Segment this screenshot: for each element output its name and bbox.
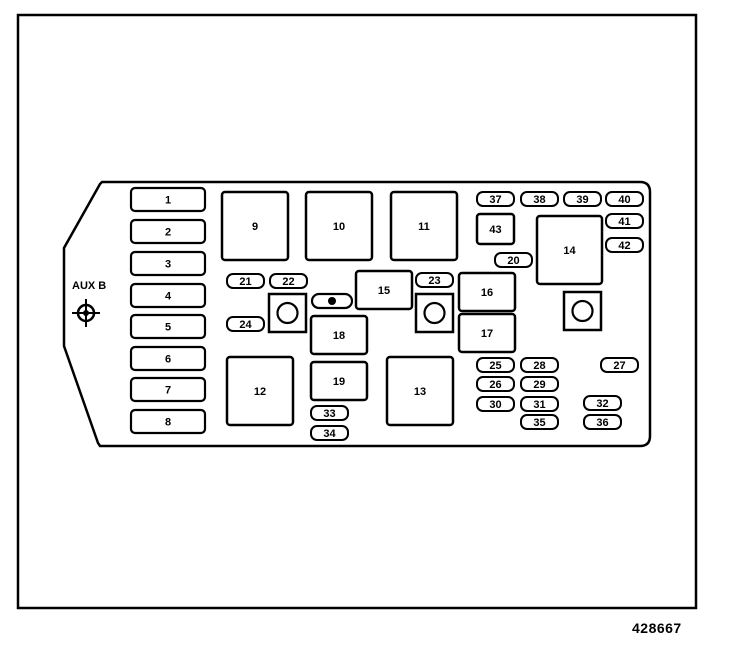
svg-text:15: 15 [378,285,390,297]
mini-fuse-40: 40 [605,191,644,207]
relay-43: 43 [475,212,516,246]
svg-text:11: 11 [418,221,430,233]
svg-text:7: 7 [165,385,171,397]
mini-fuse-27: 27 [600,357,639,373]
mini-fuse-29: 29 [520,376,559,392]
svg-text:37: 37 [489,194,501,206]
svg-text:35: 35 [533,417,545,429]
svg-text:13: 13 [414,386,426,398]
mini-fuse-37: 37 [476,191,515,207]
figure-number: 428667 [632,620,682,636]
mini-fuse-21: 21 [226,273,265,289]
aux-b-label: AUX B [72,280,106,292]
relay-18: 18 [309,314,369,356]
svg-text:20: 20 [507,255,519,267]
svg-text:40: 40 [618,194,630,206]
relay-13: 13 [385,355,455,427]
svg-text:36: 36 [596,417,608,429]
mini-fuse-38: 38 [520,191,559,207]
mini-fuse-34: 34 [310,425,349,441]
svg-text:24: 24 [239,319,252,331]
mini-fuse-42: 42 [605,237,644,253]
svg-text:26: 26 [489,379,501,391]
mini-fuse-28: 28 [520,357,559,373]
stud-terminal-left [267,292,308,334]
relay-17: 17 [457,312,517,354]
mini-fuse-22: 22 [269,273,308,289]
svg-text:4: 4 [165,291,172,303]
fuse-4: 4 [129,282,207,309]
mini-fuse-25: 25 [476,357,515,373]
relay-10: 10 [304,190,374,262]
svg-text:5: 5 [165,322,171,334]
diode-symbol [310,292,354,310]
svg-text:38: 38 [533,194,545,206]
mini-fuse-39: 39 [563,191,602,207]
fuse-block-outline [62,180,652,448]
svg-text:25: 25 [489,360,501,372]
relay-11: 11 [389,190,459,262]
svg-text:18: 18 [333,330,345,342]
svg-text:8: 8 [165,417,171,429]
svg-text:19: 19 [333,376,345,388]
fuse-2: 2 [129,218,207,245]
mini-fuse-33: 33 [310,405,349,421]
relay-19: 19 [309,360,369,402]
mini-fuse-41: 41 [605,213,644,229]
fuse-1: 1 [129,186,207,213]
mini-fuse-36: 36 [583,414,622,430]
mini-fuse-35: 35 [520,414,559,430]
svg-text:29: 29 [533,379,545,391]
svg-text:16: 16 [481,287,493,299]
svg-text:17: 17 [481,328,493,340]
mini-fuse-23: 23 [415,272,454,288]
mini-fuse-26: 26 [476,376,515,392]
svg-text:22: 22 [282,276,294,288]
svg-text:42: 42 [618,240,630,252]
aux-b-stud [72,299,100,327]
svg-text:33: 33 [323,408,335,420]
fuse-8: 8 [129,408,207,435]
svg-text:43: 43 [489,224,501,236]
outer-frame [16,13,698,610]
stud-terminal-center [414,292,455,334]
svg-text:9: 9 [252,221,258,233]
stud-terminal-right [562,290,603,332]
svg-text:34: 34 [323,428,336,440]
mini-fuse-30: 30 [476,396,515,412]
fuse-5: 5 [129,313,207,340]
svg-text:1: 1 [165,195,171,207]
relay-15: 15 [354,269,414,311]
svg-text:28: 28 [533,360,545,372]
fuse-3: 3 [129,250,207,277]
mini-fuse-24: 24 [226,316,265,332]
relay-16: 16 [457,271,517,313]
svg-text:6: 6 [165,354,171,366]
mini-fuse-32: 32 [583,395,622,411]
mini-fuse-31: 31 [520,396,559,412]
svg-text:32: 32 [596,398,608,410]
relay-9: 9 [220,190,290,262]
svg-text:41: 41 [618,216,630,228]
mini-fuse-20: 20 [494,252,533,268]
svg-text:12: 12 [254,386,266,398]
relay-12: 12 [225,355,295,427]
svg-text:39: 39 [576,194,588,206]
fuse-6: 6 [129,345,207,372]
svg-text:3: 3 [165,259,171,271]
svg-text:10: 10 [333,221,345,233]
svg-text:2: 2 [165,227,171,239]
svg-text:14: 14 [563,245,576,257]
relay-14: 14 [535,214,604,286]
fuse-7: 7 [129,376,207,403]
svg-text:31: 31 [533,399,545,411]
svg-text:30: 30 [489,399,501,411]
svg-text:27: 27 [613,360,625,372]
svg-text:23: 23 [428,275,440,287]
svg-text:21: 21 [239,276,251,288]
